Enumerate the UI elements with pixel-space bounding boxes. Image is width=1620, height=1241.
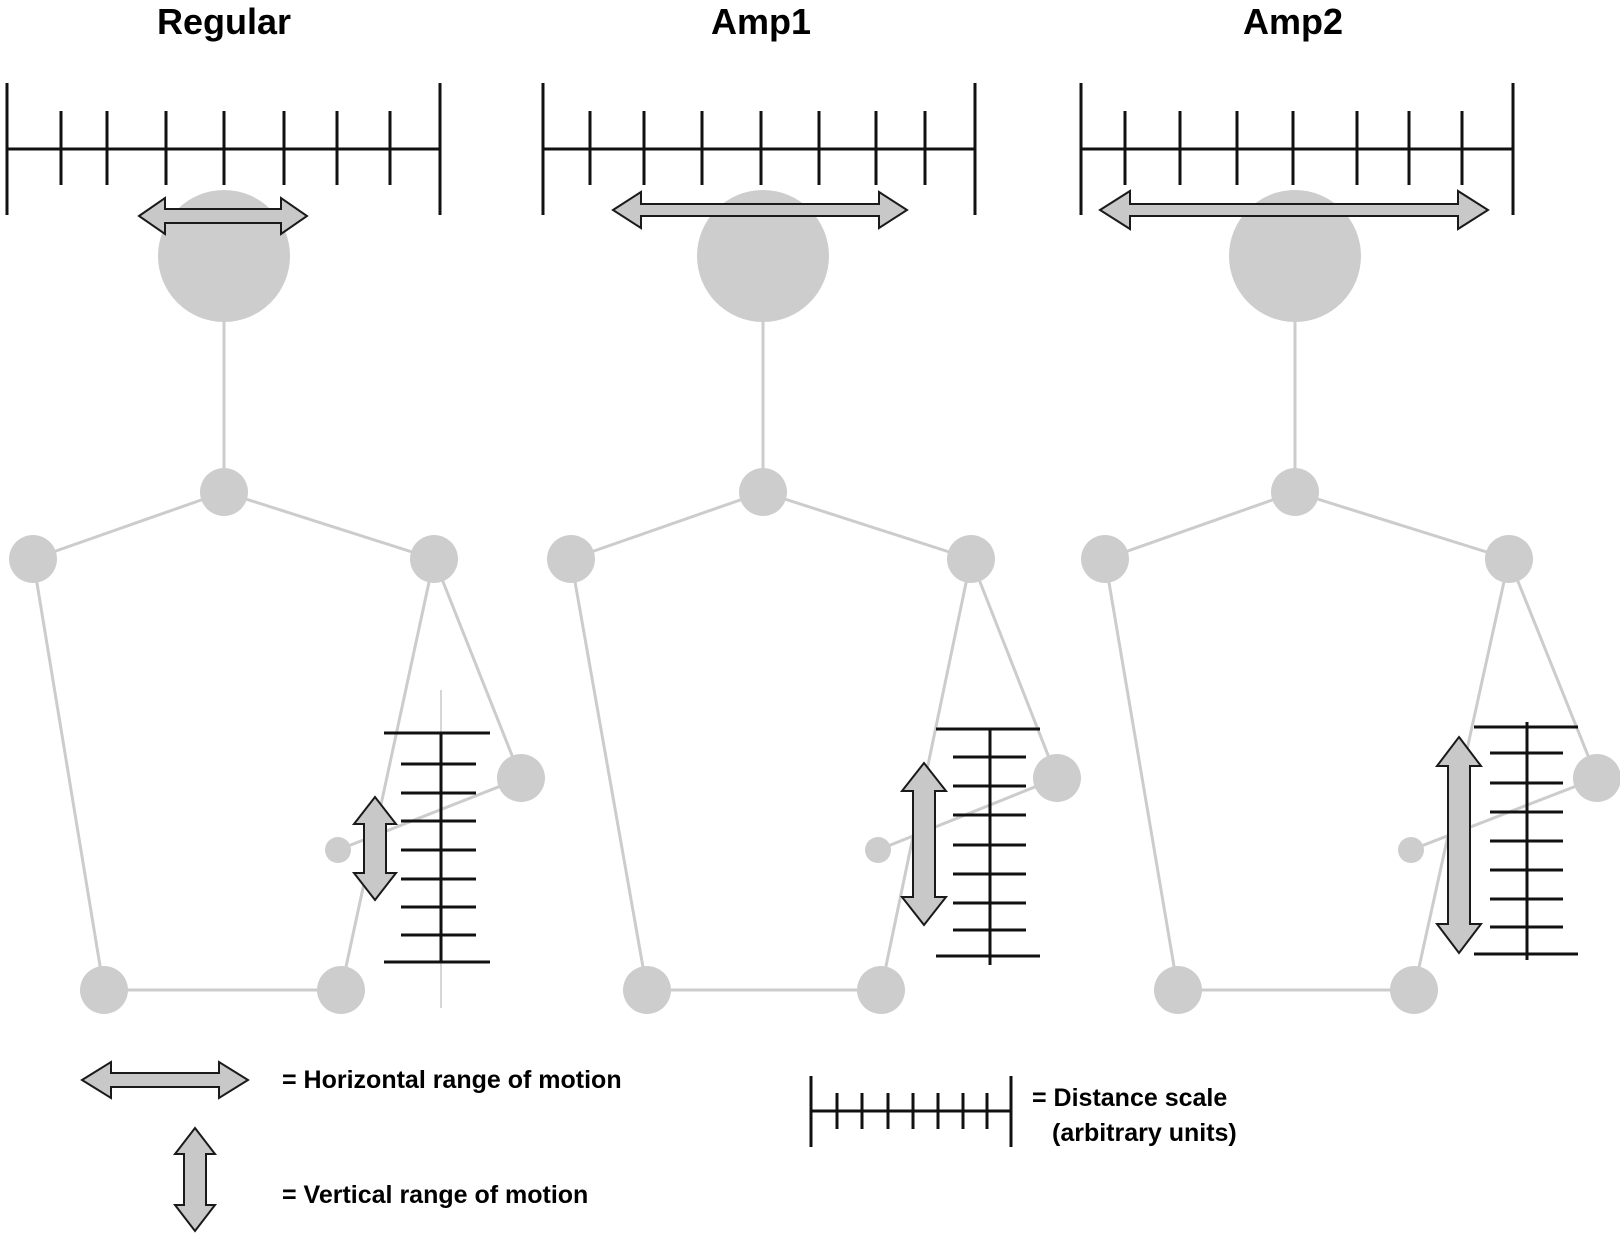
panel-title: Amp1	[711, 1, 811, 42]
hip-joint	[623, 966, 671, 1014]
hand-joint	[325, 837, 351, 863]
stick-figure	[9, 190, 545, 1014]
horizontal-motion-arrow	[611, 190, 909, 230]
vertical-motion-arrow	[1434, 735, 1484, 955]
neck-joint	[739, 468, 787, 516]
hip-joint	[1390, 966, 1438, 1014]
hip-joint	[857, 966, 905, 1014]
shoulder-joint	[947, 535, 995, 583]
head	[1229, 190, 1361, 322]
hand-joint	[1398, 837, 1424, 863]
horizontal-distance-scale	[1079, 83, 1515, 215]
panel-amp1: Amp1	[541, 1, 1081, 1014]
panel-regular: Regular	[5, 1, 545, 1014]
shoulder-joint	[547, 535, 595, 583]
panel-title: Amp2	[1243, 1, 1343, 42]
stick-figure	[1081, 190, 1620, 1014]
panel-amp2: Amp2	[1079, 1, 1620, 1014]
legend-horizontal-arrow-icon	[80, 1060, 250, 1100]
vertical-motion-arrow	[899, 761, 949, 927]
legend: = Horizontal range of motion = Vertical …	[80, 1060, 1237, 1233]
panel-title: Regular	[157, 1, 291, 42]
neck-joint	[1271, 468, 1319, 516]
elbow-joint	[497, 754, 545, 802]
hip-joint	[80, 966, 128, 1014]
legend-vertical-label: = Vertical range of motion	[282, 1181, 588, 1209]
vertical-distance-scale	[384, 731, 490, 964]
shoulder-joint	[1081, 535, 1129, 583]
vertical-distance-scale	[936, 727, 1040, 965]
legend-scale-label: = Distance scale	[1032, 1084, 1227, 1112]
neck-joint	[200, 468, 248, 516]
horizontal-distance-scale	[541, 83, 977, 215]
shoulder-joint	[9, 535, 57, 583]
legend-scale-units: (arbitrary units)	[1052, 1119, 1237, 1147]
elbow-joint	[1573, 754, 1620, 802]
horizontal-distance-scale	[5, 83, 442, 215]
head	[697, 190, 829, 322]
vertical-distance-scale	[1474, 722, 1578, 960]
horizontal-motion-arrow	[137, 196, 309, 236]
vertical-motion-arrow	[351, 795, 399, 902]
hip-joint	[1154, 966, 1202, 1014]
shoulder-joint	[1485, 535, 1533, 583]
hand-joint	[865, 837, 891, 863]
stick-figure	[547, 190, 1081, 1014]
shoulder-joint	[410, 535, 458, 583]
horizontal-motion-arrow	[1098, 189, 1490, 231]
legend-vertical-arrow-icon	[172, 1126, 218, 1233]
legend-scale-icon	[809, 1076, 1013, 1147]
elbow-joint	[1033, 754, 1081, 802]
hip-joint	[317, 966, 365, 1014]
legend-horizontal-label: = Horizontal range of motion	[282, 1066, 622, 1094]
